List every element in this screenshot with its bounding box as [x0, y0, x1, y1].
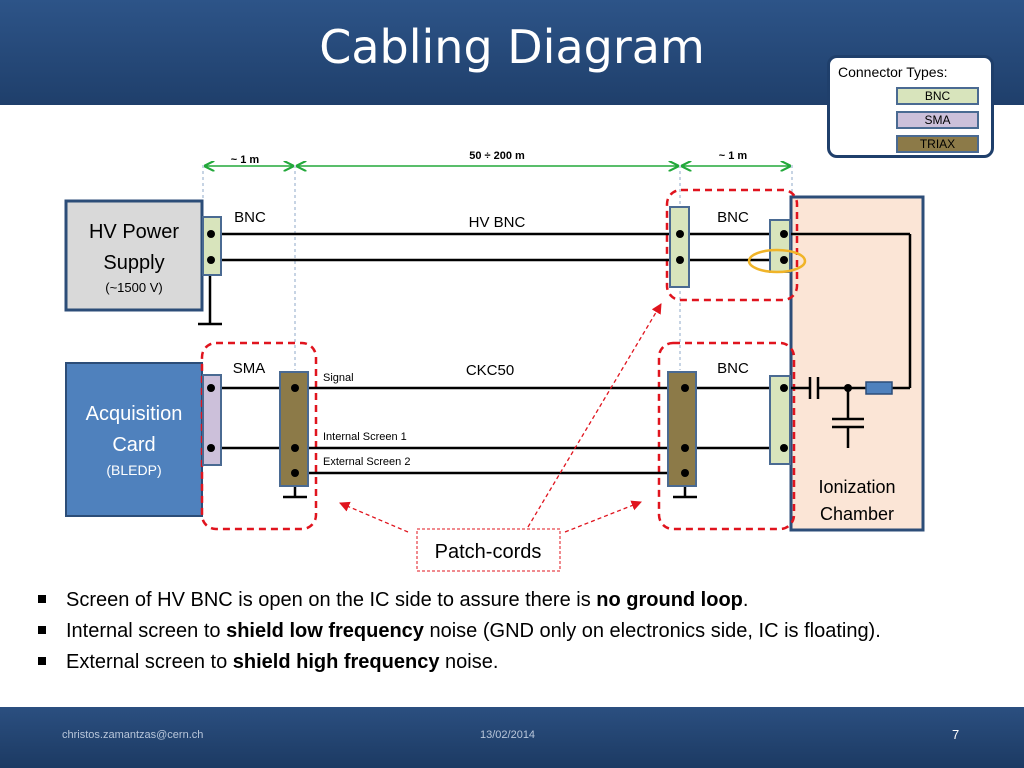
- triax-connector-right: [667, 371, 697, 487]
- title-bar: Cabling Diagram: [0, 0, 1024, 105]
- hv-label-line1: HV Power: [89, 221, 179, 243]
- label-sma: SMA: [233, 360, 266, 377]
- label-bnc-hv-right: BNC: [717, 209, 749, 226]
- legend-item-sma: SMA: [896, 111, 979, 129]
- bnc-connector-hv-patch: [669, 206, 690, 288]
- connectors: [202, 206, 791, 487]
- bullet-list: Screen of HV BNC is open on the IC side …: [36, 585, 1016, 678]
- dimension-label-middle: 50 ÷ 200 m: [469, 150, 525, 162]
- page-number: 7: [952, 727, 960, 742]
- bullet-item: External screen to shield high frequency…: [36, 647, 1016, 678]
- label-bnc-signal-right: BNC: [717, 360, 749, 377]
- bnc-connector-hv-chamber: [769, 219, 791, 273]
- sma-connector-acq: [202, 374, 222, 466]
- patch-cords-label: Patch-cords: [435, 541, 542, 563]
- legend-item-bnc: BNC: [896, 87, 979, 105]
- acq-label-line3: (BLEDP): [106, 462, 161, 478]
- open-screen-highlight: [747, 248, 807, 274]
- chamber-label-line1: Ionization: [818, 477, 895, 497]
- label-hv-bnc-cable: HV BNC: [469, 214, 526, 231]
- hv-label-line2: Supply: [103, 252, 164, 274]
- resistor: [865, 381, 893, 395]
- hv-label-line3: (~1500 V): [105, 280, 162, 295]
- bnc-connector-hv-supply: [202, 216, 222, 276]
- chamber-label-line2: Chamber: [820, 504, 894, 524]
- dimension-label-left: ~ 1 m: [231, 154, 260, 166]
- legend-title: Connector Types:: [838, 64, 948, 80]
- cabling-diagram: ~ 1 m 50 ÷ 200 m ~ 1 m Ionization Chambe…: [64, 150, 925, 572]
- bullet-item: Internal screen to shield low frequency …: [36, 616, 1016, 647]
- junction-dots: [207, 230, 852, 477]
- dimension-label-right: ~ 1 m: [719, 150, 748, 162]
- label-external-screen: External Screen 2: [323, 456, 410, 468]
- label-ckc50-cable: CKC50: [466, 362, 514, 379]
- acq-label-line1: Acquisition: [86, 403, 183, 425]
- acquisition-card: [65, 362, 203, 517]
- bnc-connector-signal-chamber: [769, 375, 791, 465]
- hv-power-supply: [64, 199, 204, 312]
- ionization-chamber: [789, 195, 925, 532]
- patch-cords-callout: [416, 528, 561, 572]
- connector-legend: Connector Types: BNC SMA TRIAX: [827, 55, 994, 158]
- footer-email: christos.zamantzas@cern.ch: [62, 729, 204, 741]
- callout-arrows: [339, 303, 662, 533]
- footer-date: 13/02/2014: [480, 729, 536, 741]
- legend-item-triax: TRIAX: [896, 135, 979, 153]
- dimension-guides: [202, 165, 793, 370]
- acq-label-line2: Card: [112, 434, 155, 456]
- footer-bar: christos.zamantzas@cern.ch 13/02/2014 7: [0, 707, 1024, 768]
- label-internal-screen: Internal Screen 1: [323, 431, 407, 443]
- label-signal: Signal: [323, 372, 354, 384]
- label-bnc-hv-left: BNC: [234, 209, 266, 226]
- slide-title: Cabling Diagram: [319, 20, 705, 74]
- bullet-item: Screen of HV BNC is open on the IC side …: [36, 585, 1016, 616]
